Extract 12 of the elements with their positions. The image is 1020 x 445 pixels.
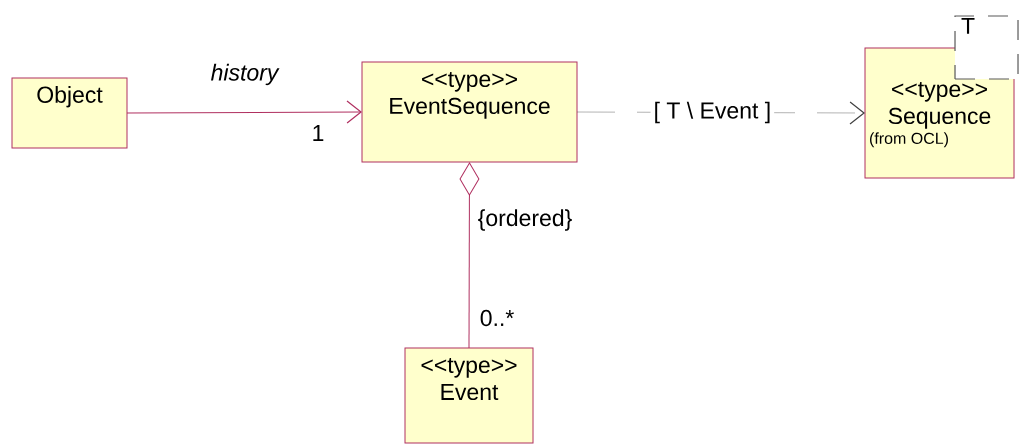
edge-label: [ T \ Event ] (655, 101, 770, 124)
class-box: Object (11, 77, 128, 149)
aggregation-line (459, 162, 480, 349)
multiplicity-label: 1 (313, 125, 324, 141)
class-box: <<type>> Sequence (from OCL) (864, 47, 1015, 179)
association-line (126, 100, 362, 124)
class-box: <<type>> Event (404, 347, 534, 444)
edge-label: history (211, 63, 280, 86)
template-parameter-box: T (954, 15, 1019, 80)
class-box: <<type>> EventSequence (361, 61, 578, 163)
constraint-label: {ordered} (478, 209, 572, 231)
multiplicity-label: 0..* (480, 309, 514, 327)
